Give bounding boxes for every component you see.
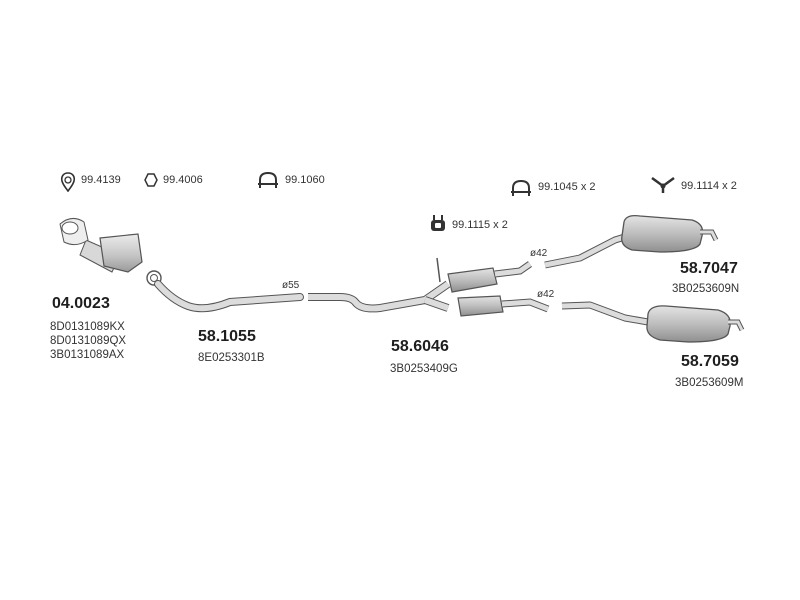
rubber-mount-icon [431,215,445,231]
oem-references: 3B0253609N [672,282,739,296]
u-bolt-clamp-icon [258,171,278,188]
part-number: 58.7059 [681,353,739,370]
oem-references: 8D0131089KX 8D0131089QX 3B0131089AX [50,320,126,362]
oem-number: 3B0253609N [672,283,740,295]
front-pipe [146,270,304,313]
hardware-code: 99.1060 [285,174,325,186]
oem-number: 8D0131089QX [50,335,127,347]
pipe-clamp-icon [60,172,76,192]
oem-number: 8E0253301B [198,352,265,364]
catalytic-converter [59,218,143,273]
oem-number: 3B0253409G [390,363,458,375]
hardware-code: 99.1115 x 2 [452,219,508,231]
part-number: 58.1055 [198,328,256,345]
diameter-label: ø42 [537,289,555,300]
hardware-code: 99.1114 x 2 [681,180,737,192]
oem-number: 3B0131089AX [50,349,125,361]
oem-references: 3B0253409G [390,362,458,376]
hanger-bracket-icon [651,176,675,193]
part-number: 58.7047 [680,260,738,277]
diameter-label: ø55 [282,280,300,291]
center-section [308,257,550,317]
part-number: 58.6046 [391,338,449,355]
oem-references: 8E0253301B [198,351,265,365]
oem-number: 8D0131089KX [50,321,125,333]
oem-references: 3B0253609M [675,376,743,390]
hardware-code: 99.4139 [81,174,121,186]
hardware-code: 99.4006 [163,174,203,186]
rear-muffler-lower [561,301,745,343]
diameter-label: ø42 [530,248,548,259]
gasket-ring-icon [144,173,158,187]
rear-muffler-upper [544,214,719,269]
u-bolt-clamp-icon [511,179,531,196]
part-number: 04.0023 [52,295,110,312]
hardware-code: 99.1045 x 2 [538,181,596,193]
oem-number: 3B0253609M [675,377,744,389]
